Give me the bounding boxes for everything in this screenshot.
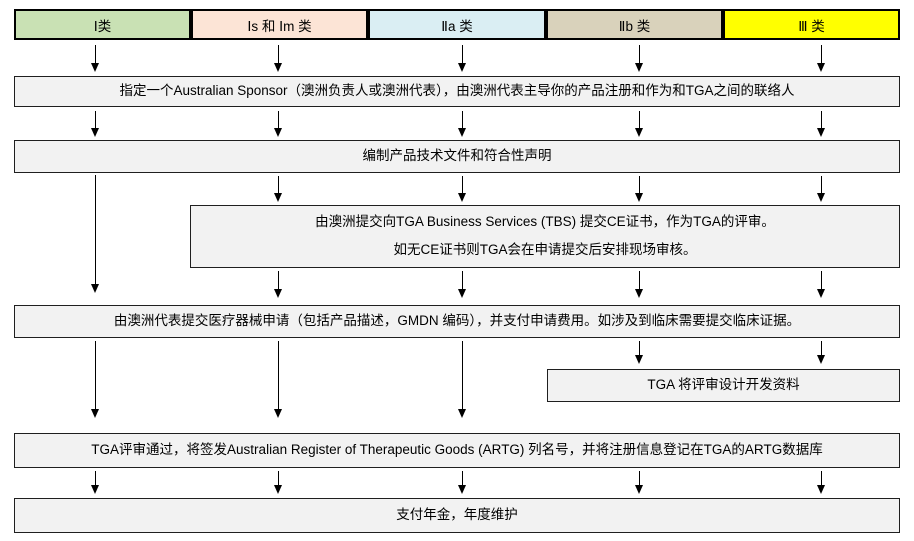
step-technical-file-text: 编制产品技术文件和符合性声明	[362, 148, 552, 164]
flow-arrow	[635, 45, 643, 72]
flow-arrow	[635, 471, 643, 494]
step-design-review: TGA 将评审设计开发资料	[547, 369, 900, 402]
flow-arrow	[817, 271, 825, 298]
step-appoint-sponsor: 指定一个Australian Sponsor（澳洲负责人或澳洲代表），由澳洲代表…	[14, 76, 900, 107]
flow-arrow	[274, 176, 282, 202]
step-technical-file: 编制产品技术文件和符合性声明	[14, 140, 900, 173]
flow-arrow	[274, 471, 282, 494]
flow-arrow	[274, 45, 282, 72]
step-artg-listing: TGA评审通过，将签发Australian Register of Therap…	[14, 433, 900, 468]
flow-arrow	[635, 111, 643, 137]
class-box-i: Ⅰ类	[14, 9, 191, 40]
class-label-iii: Ⅲ 类	[798, 18, 825, 34]
flow-arrow	[817, 341, 825, 364]
flow-arrow	[91, 341, 99, 418]
flow-arrow	[635, 341, 643, 364]
step-ce-certificate-line1: 由澳洲提交向TGA Business Services (TBS) 提交CE证书…	[315, 214, 775, 230]
flow-arrow	[91, 45, 99, 72]
step-annual-fee: 支付年金，年度维护	[14, 498, 900, 533]
flow-arrow	[91, 111, 99, 137]
flow-arrow	[91, 175, 99, 293]
flow-arrow	[274, 341, 282, 418]
flow-arrow	[817, 471, 825, 494]
step-design-review-text: TGA 将评审设计开发资料	[647, 377, 800, 393]
step-device-application-text: 由澳洲代表提交医疗器械申请（包括产品描述，GMDN 编码），并支付申请费用。如涉…	[113, 313, 801, 329]
class-label-i: Ⅰ类	[93, 18, 112, 34]
flow-arrow	[458, 471, 466, 494]
step-annual-fee-text: 支付年金，年度维护	[396, 507, 518, 523]
flow-arrow	[458, 176, 466, 202]
flow-arrow	[274, 271, 282, 298]
flow-arrow	[458, 111, 466, 137]
flow-arrow	[817, 45, 825, 72]
class-label-iib: Ⅱb 类	[618, 18, 651, 34]
flow-arrow	[458, 271, 466, 298]
step-ce-certificate-line2: 如无CE证书则TGA会在申请提交后安排现场审核。	[393, 242, 697, 257]
class-box-iii: Ⅲ 类	[723, 9, 900, 40]
flow-arrow	[91, 471, 99, 494]
flow-arrow	[458, 45, 466, 72]
flow-arrow	[817, 111, 825, 137]
flow-arrow	[274, 111, 282, 137]
class-box-is-im: Ⅰs 和 Ⅰm 类	[191, 9, 368, 40]
flow-arrow	[817, 176, 825, 202]
class-box-iia: Ⅱa 类	[368, 9, 546, 40]
class-box-iib: Ⅱb 类	[546, 9, 723, 40]
flow-arrow	[458, 341, 466, 418]
step-device-application: 由澳洲代表提交医疗器械申请（包括产品描述，GMDN 编码），并支付申请费用。如涉…	[14, 305, 900, 338]
class-label-is-im: Ⅰs 和 Ⅰm 类	[247, 18, 312, 34]
step-appoint-sponsor-text: 指定一个Australian Sponsor（澳洲负责人或澳洲代表），由澳洲代表…	[119, 83, 795, 99]
step-artg-listing-text: TGA评审通过，将签发Australian Register of Therap…	[91, 442, 823, 458]
flow-arrow	[635, 271, 643, 298]
flow-arrow	[635, 176, 643, 202]
step-ce-certificate: 由澳洲提交向TGA Business Services (TBS) 提交CE证书…	[190, 205, 900, 268]
class-label-iia: Ⅱa 类	[441, 18, 473, 34]
